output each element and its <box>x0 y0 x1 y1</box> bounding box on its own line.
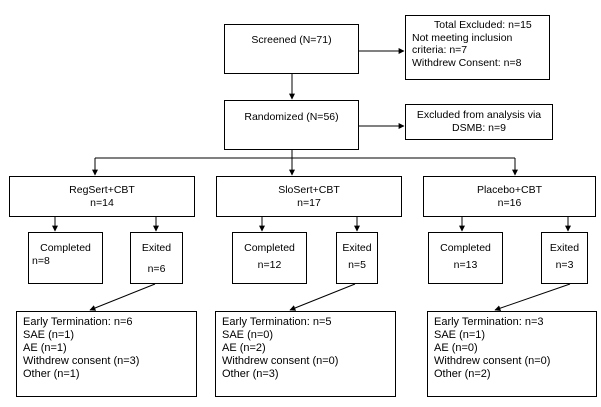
randomized-label: Randomized (N=56) <box>244 111 339 123</box>
exited-box-slosert: Exited n=5 <box>336 232 378 284</box>
exited-n: n=3 <box>555 258 574 271</box>
screened-box: Screened (N=71) <box>224 24 359 74</box>
termination-line: Early Termination: n=6 <box>23 316 133 328</box>
arm-name: Placebo+CBT <box>476 184 543 196</box>
termination-line: SAE (n=1) <box>434 329 486 341</box>
arm-box-slosert: SloSert+CBT n=17 <box>216 176 402 217</box>
completed-box-slosert: Completed n=12 <box>232 232 307 284</box>
excluded-line-4: Withdrew Consent: n=8 <box>412 56 522 69</box>
termination-box-slosert: Early Termination: n=5 SAE (n=0) AE (n=2… <box>215 311 396 397</box>
exited-label: Exited <box>141 242 172 254</box>
randomized-box: Randomized (N=56) <box>224 100 359 150</box>
termination-line: Other (n=3) <box>222 368 279 380</box>
exited-n: n=6 <box>147 262 166 275</box>
completed-n: n=12 <box>257 258 282 271</box>
completed-label: Completed <box>440 242 491 254</box>
exited-label: Exited <box>549 242 580 254</box>
termination-line: Withdrew consent (n=3) <box>23 355 140 367</box>
arm-box-regsert: RegSert+CBT n=14 <box>9 176 195 217</box>
arm-name: SloSert+CBT <box>278 184 340 196</box>
exited-box-regsert: Exited n=6 <box>130 232 183 284</box>
completed-n: n=8 <box>32 254 50 267</box>
completed-label: Completed <box>244 242 295 254</box>
exited-box-placebo: Exited n=3 <box>541 232 588 284</box>
termination-line: AE (n=2) <box>222 342 266 354</box>
termination-line: Early Termination: n=3 <box>434 316 544 328</box>
termination-line: Other (n=2) <box>434 368 491 380</box>
termination-line: Withdrew consent (n=0) <box>434 355 551 367</box>
screened-label: Screened (N=71) <box>251 34 332 46</box>
excluded-analysis-line-1: Excluded from analysis via <box>416 109 542 121</box>
termination-line: Other (n=1) <box>23 368 80 380</box>
arrow-exited-3-to-termination <box>494 283 571 312</box>
arrow-exited-1-to-termination <box>89 283 156 311</box>
termination-box-placebo: Early Termination: n=3 SAE (n=1) AE (n=0… <box>427 311 597 397</box>
total-excluded-box: Total Excluded: n=15 Not meeting inclusi… <box>405 15 550 80</box>
exited-label: Exited <box>342 242 372 254</box>
completed-label: Completed <box>40 242 91 254</box>
arm-n: n=14 <box>90 196 114 209</box>
termination-line: SAE (n=1) <box>23 329 75 341</box>
completed-n: n=13 <box>453 258 478 271</box>
termination-line: AE (n=0) <box>434 342 478 354</box>
excluded-line-1: Total Excluded: n=15 <box>434 19 532 31</box>
arm-name: RegSert+CBT <box>69 184 135 196</box>
completed-box-placebo: Completed n=13 <box>428 232 503 284</box>
arm-n: n=17 <box>297 196 321 209</box>
arrow-exited-2-to-termination <box>289 283 356 311</box>
excluded-analysis-box: Excluded from analysis via DSMB: n=9 <box>405 104 553 140</box>
exited-n: n=5 <box>348 258 366 271</box>
excluded-analysis-line-2: DSMB: n=9 <box>452 121 506 134</box>
excluded-line-2: Not meeting inclusion <box>412 31 513 44</box>
termination-line: AE (n=1) <box>23 342 67 354</box>
termination-box-regsert: Early Termination: n=6 SAE (n=1) AE (n=1… <box>16 311 197 397</box>
termination-line: Withdrew consent (n=0) <box>222 355 339 367</box>
completed-box-regsert: Completed n=8 <box>28 232 103 284</box>
termination-line: Early Termination: n=5 <box>222 316 332 328</box>
arm-n: n=16 <box>497 196 522 209</box>
termination-line: SAE (n=0) <box>222 329 274 341</box>
excluded-line-3: criteria: n=7 <box>412 44 468 56</box>
arm-box-placebo: Placebo+CBT n=16 <box>423 176 596 217</box>
